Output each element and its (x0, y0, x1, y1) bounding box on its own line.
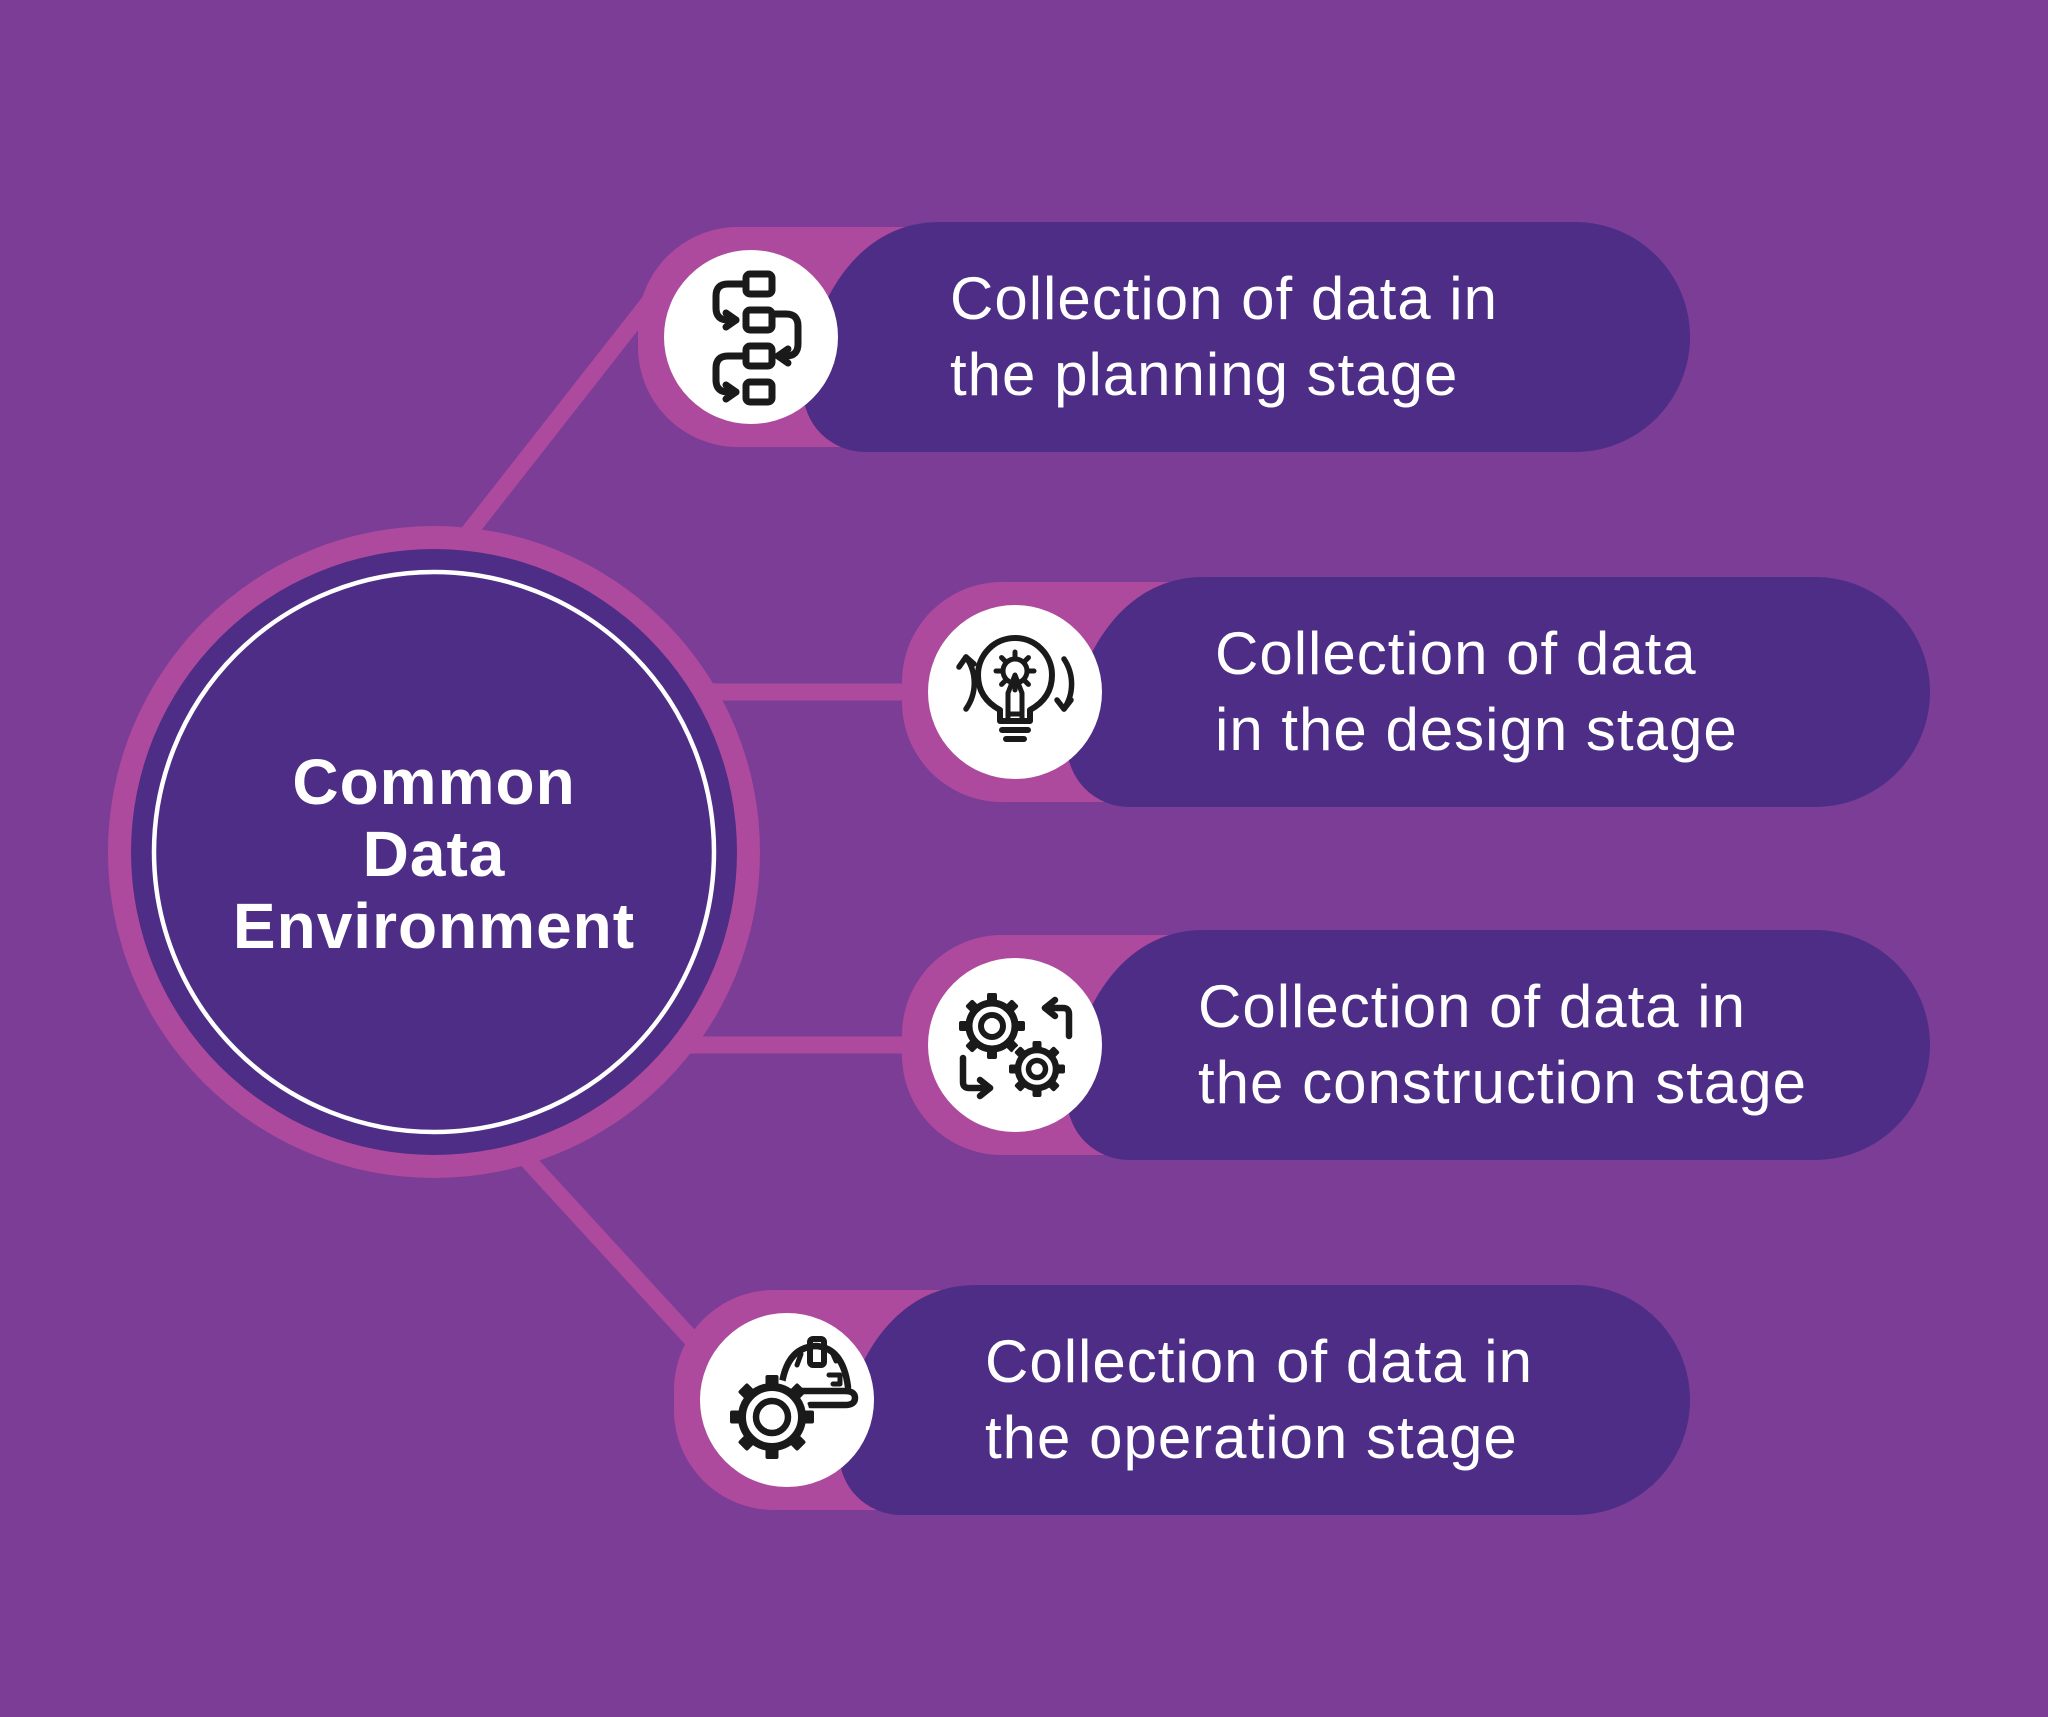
label-construction: Collection of data in the construction s… (1198, 969, 1807, 1121)
pill-bodies (803, 222, 1930, 1515)
central-title-line-1: Common (292, 746, 576, 818)
central-node (108, 526, 760, 1178)
pill-design (1067, 577, 1930, 807)
label-operation: Collection of data in the operation stag… (985, 1324, 1533, 1476)
label-operation-line-2: the operation stage (985, 1404, 1518, 1471)
gear-hardhat-icon (730, 1336, 859, 1459)
pill-planning (803, 222, 1690, 452)
label-planning-line-2: the planning stage (950, 341, 1459, 408)
central-title: Common Data Environment (134, 746, 734, 962)
pill-operation (839, 1285, 1690, 1515)
label-planning-line-1: Collection of data in (950, 265, 1498, 332)
workflow-icon (712, 270, 802, 406)
label-planning: Collection of data in the planning stage (950, 261, 1498, 413)
label-design: Collection of data in the design stage (1215, 616, 1738, 768)
central-inner-outline (151, 569, 717, 1135)
label-construction-line-1: Collection of data in (1198, 973, 1746, 1040)
connector-operation (513, 1146, 707, 1354)
label-construction-line-2: the construction stage (1198, 1049, 1808, 1116)
central-disc (131, 549, 737, 1155)
pill-construction (1067, 930, 1930, 1160)
icon-disc-planning (664, 250, 838, 424)
label-design-line-1: Collection of data (1215, 620, 1697, 687)
idea-gear-pencil-icon (956, 635, 1075, 742)
central-title-line-2: Data (362, 818, 506, 890)
central-title-line-3: Environment (232, 890, 636, 962)
connector-planning (448, 276, 672, 556)
label-operation-line-1: Collection of data in (985, 1328, 1533, 1395)
gears-process-icon (959, 993, 1073, 1100)
label-design-line-2: in the design stage (1215, 696, 1738, 763)
